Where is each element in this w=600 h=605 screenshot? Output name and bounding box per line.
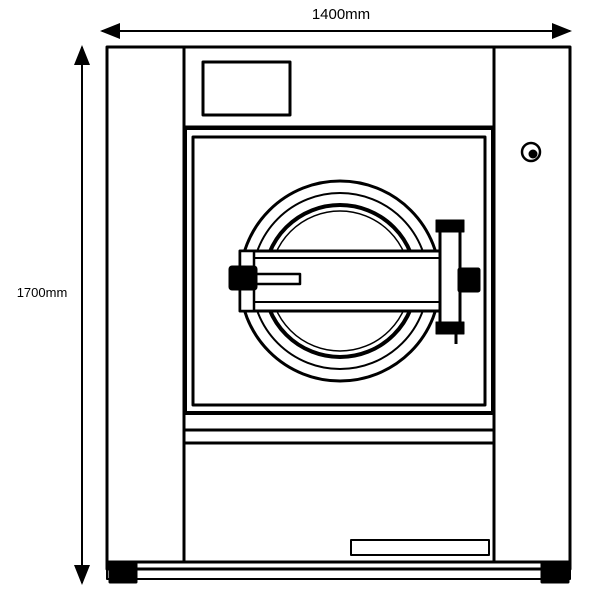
door-panel bbox=[191, 135, 487, 407]
left-foot bbox=[108, 560, 138, 584]
height-dimension: 1700mm bbox=[17, 45, 90, 585]
door-frame bbox=[185, 128, 493, 413]
base-strip bbox=[106, 568, 571, 580]
kick-plate-label bbox=[350, 539, 490, 556]
hinge-cap-bottom bbox=[435, 321, 465, 335]
door-clamp-bar bbox=[228, 219, 481, 344]
right-foot bbox=[540, 560, 570, 584]
width-dimension: 1400mm bbox=[100, 6, 572, 39]
hinge-post bbox=[438, 220, 462, 334]
handle-knob bbox=[228, 265, 258, 291]
handle-rod bbox=[252, 272, 302, 286]
width-dimension-label: 1400mm bbox=[312, 6, 370, 23]
key-lock-icon bbox=[520, 141, 542, 163]
control-panel-window bbox=[201, 60, 292, 117]
hinge-bolt bbox=[457, 267, 481, 293]
hinge-cap-top bbox=[435, 219, 465, 233]
height-dimension-label: 1700mm bbox=[17, 285, 68, 300]
washer-body bbox=[105, 45, 572, 584]
